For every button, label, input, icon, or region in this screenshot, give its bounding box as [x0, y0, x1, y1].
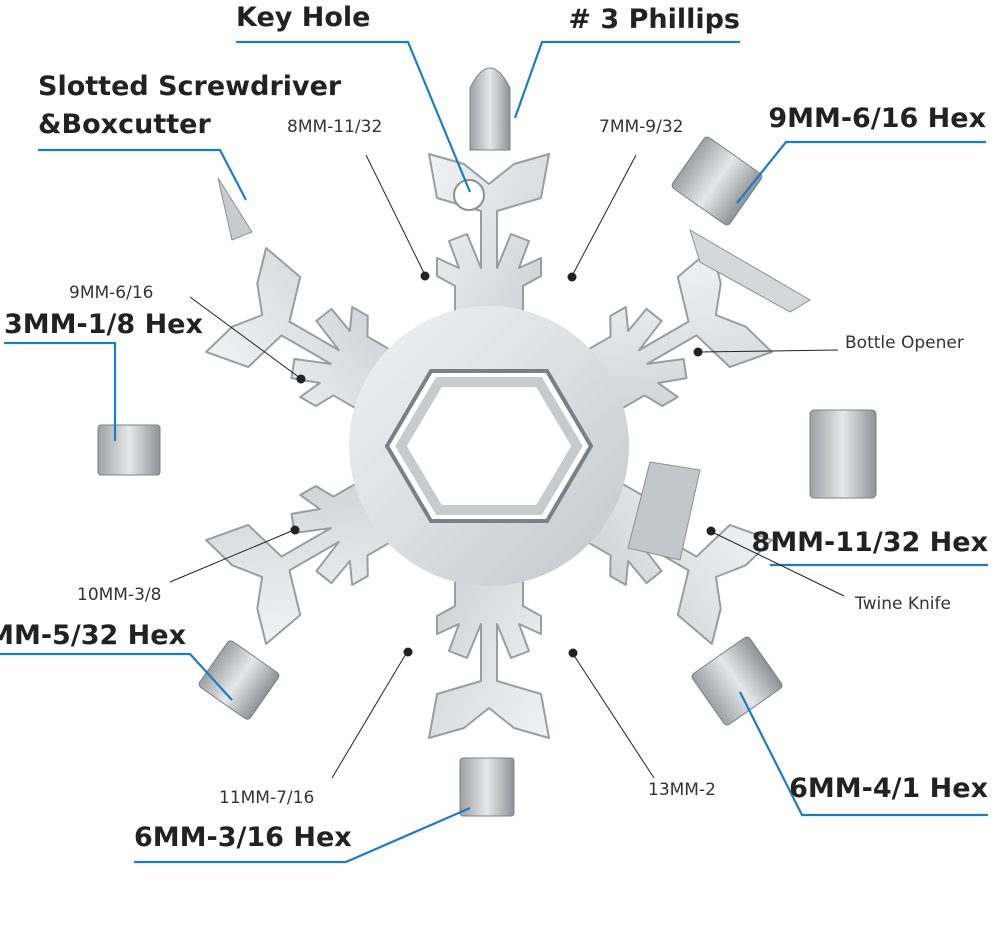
blue-leader-lines — [0, 40, 988, 864]
label-wrench-11mm: 11MM-7/16 — [219, 788, 314, 808]
hex-bit-top-right — [671, 136, 763, 226]
label-hex-4mm: 4MM-5/32 Hex — [0, 620, 186, 651]
label-wrench-8mm: 8MM-11/32 — [287, 117, 382, 137]
key-hole — [453, 179, 485, 211]
snowflake-body — [205, 153, 773, 739]
label-hex-8mm: 8MM-11/32 Hex — [752, 527, 988, 558]
hex-bit-left — [97, 424, 161, 476]
bottle-opener-hook — [689, 228, 811, 313]
phillips-bit — [469, 67, 511, 151]
center-hex-hole — [384, 369, 594, 523]
label-wrench-10mm: 10MM-3/8 — [77, 585, 161, 605]
hex-bit-set — [97, 67, 877, 817]
label-twine-knife: Twine Knife — [854, 594, 951, 614]
hex-bit-bottom-right — [691, 636, 783, 726]
label-bottle-opener: Bottle Opener — [845, 333, 964, 353]
black-pointer-lines — [169, 154, 845, 779]
label-hex-6mm-3: 6MM-3/16 Hex — [134, 822, 352, 853]
hex-bit-right — [809, 409, 877, 499]
label-slotted-screwdriver: Slotted Screwdriver — [38, 71, 342, 102]
label-wrench-9mm: 9MM-6/16 — [69, 283, 153, 303]
label-wrench-7mm: 7MM-9/32 — [599, 117, 683, 137]
hex-bit-bottom-left — [198, 640, 280, 720]
label-phillips: # 3 Phillips — [568, 4, 740, 35]
twine-knife-blade — [627, 461, 701, 561]
slotted-blade — [217, 177, 253, 241]
hex-bit-bottom — [459, 757, 515, 817]
label-hex-3mm: 3MM-1/8 Hex — [4, 309, 203, 340]
label-hex-9mm: 9MM-6/16 Hex — [768, 103, 986, 134]
label-key-hole: Key Hole — [236, 2, 370, 33]
label-hex-6mm-4: 6MM-4/1 Hex — [789, 773, 988, 804]
label-boxcutter: &Boxcutter — [38, 109, 211, 140]
label-wrench-13mm: 13MM-2 — [648, 780, 716, 800]
